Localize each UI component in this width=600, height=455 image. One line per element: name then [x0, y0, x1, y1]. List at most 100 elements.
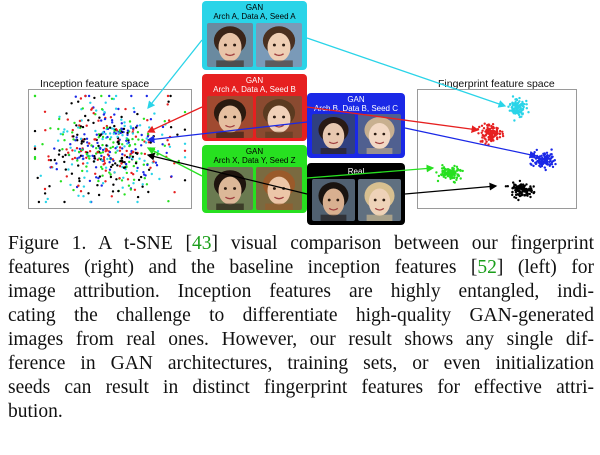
inception-point: [46, 197, 49, 201]
inception-point: [86, 141, 89, 144]
inception-point: [149, 141, 152, 144]
inception-point: [73, 149, 77, 152]
inception-point: [43, 192, 47, 195]
inception-point: [119, 131, 122, 135]
inception-point: [44, 200, 48, 204]
caption-text: image attribution. Inception features ar…: [8, 281, 594, 302]
inception-point: [130, 94, 133, 98]
inception-point: [123, 145, 126, 148]
inception-point: [85, 165, 88, 168]
fingerprint-point: [442, 167, 445, 170]
inception-point: [58, 115, 61, 118]
gan-box-seed-z: GAN Arch X, Data Y, Seed Z: [202, 145, 307, 213]
inception-point: [62, 130, 65, 134]
fingerprint-point: [528, 189, 532, 192]
inception-point: [72, 138, 75, 141]
inception-point: [92, 160, 96, 163]
caption-line: features (right) and the baseline incept…: [8, 256, 594, 280]
inception-point: [183, 110, 187, 114]
fingerprint-point: [526, 192, 530, 195]
fingerprint-point: [442, 174, 446, 177]
inception-point: [48, 185, 51, 188]
inception-point: [93, 96, 96, 100]
inception-point: [123, 124, 126, 128]
inception-point: [90, 108, 93, 111]
inception-point: [78, 156, 81, 159]
inception-point: [103, 117, 107, 121]
inception-point: [134, 162, 138, 165]
gan-box-title: GAN: [245, 76, 264, 85]
inception-point: [81, 154, 84, 158]
inception-point: [110, 195, 114, 198]
fingerprint-point: [512, 103, 515, 106]
inception-point: [88, 150, 92, 153]
citation-link[interactable]: 52: [477, 257, 497, 278]
inception-point: [117, 142, 120, 146]
inception-point: [116, 135, 119, 138]
inception-point: [131, 155, 135, 158]
inception-point: [85, 137, 89, 140]
inception-point: [128, 144, 131, 148]
inception-point: [89, 200, 92, 204]
inception-point: [55, 168, 58, 171]
inception-point: [89, 101, 92, 104]
fingerprint-point: [543, 159, 547, 162]
inception-point: [71, 128, 74, 132]
inception-point: [140, 144, 143, 147]
inception-point: [97, 177, 100, 180]
inception-point: [96, 184, 99, 187]
inception-point: [67, 153, 71, 156]
inception-point: [101, 135, 105, 139]
inception-point: [90, 144, 93, 147]
inception-point: [125, 155, 129, 159]
inception-point: [111, 158, 115, 161]
inception-point: [129, 126, 133, 130]
inception-point: [71, 149, 74, 152]
inception-point: [121, 159, 124, 163]
inception-point: [84, 114, 87, 118]
inception-point: [183, 179, 187, 182]
inception-point: [95, 147, 98, 150]
inception-point: [75, 124, 78, 127]
inception-point: [106, 126, 109, 129]
inception-point: [73, 156, 77, 160]
inception-point: [132, 150, 135, 153]
inception-point: [104, 169, 108, 172]
caption-text: features (right) and the baseline incept…: [8, 257, 478, 278]
inception-point: [142, 171, 145, 174]
face-image: [358, 179, 401, 221]
inception-point: [183, 149, 187, 152]
fingerprint-point: [518, 106, 522, 109]
inception-point: [76, 159, 79, 162]
inception-point: [47, 155, 50, 158]
inception-point: [73, 121, 76, 125]
inception-point: [169, 94, 172, 98]
inception-point: [97, 119, 100, 122]
caption-text: cating the challenge to differentiate hi…: [8, 305, 594, 326]
inception-point: [126, 129, 130, 132]
gan-box-subtitle: Arch A, Data A, Seed B: [213, 85, 296, 94]
fingerprint-point: [528, 192, 531, 196]
fingerprint-point: [516, 102, 519, 105]
fingerprint-point: [443, 171, 447, 174]
fingerprint-point: [511, 193, 514, 197]
inception-point: [116, 164, 119, 167]
fingerprint-point: [506, 185, 509, 188]
inception-point: [117, 132, 120, 135]
fingerprint-point: [448, 172, 452, 175]
inception-point: [72, 188, 75, 192]
inception-point: [133, 110, 136, 114]
inception-point: [41, 143, 44, 146]
inception-point: [170, 175, 173, 178]
fingerprint-point: [452, 180, 456, 184]
inception-point: [91, 154, 94, 157]
inception-point: [135, 169, 139, 173]
inception-point: [152, 148, 156, 151]
citation-link[interactable]: 43: [192, 233, 212, 254]
inception-point: [64, 168, 67, 171]
inception-point: [144, 141, 148, 144]
fingerprint-point: [437, 174, 441, 178]
fingerprint-point: [524, 194, 527, 197]
inception-point: [82, 157, 85, 160]
inception-point: [140, 152, 143, 155]
